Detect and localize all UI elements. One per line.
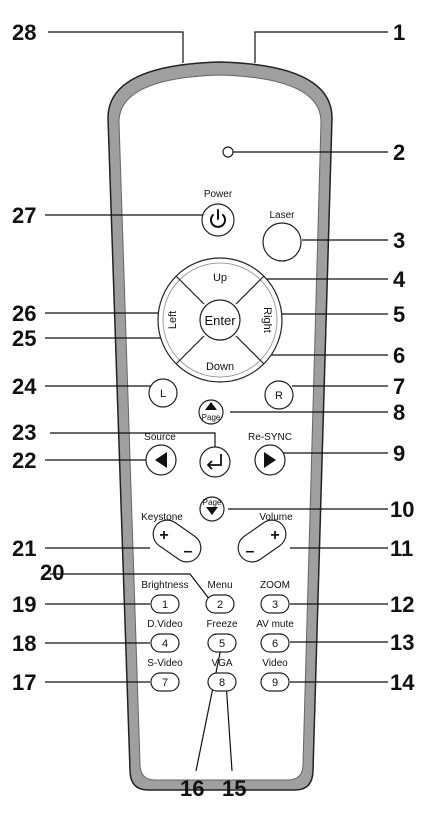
key-6-button[interactable]: 6 xyxy=(260,633,290,653)
resync-button[interactable] xyxy=(254,444,286,476)
key-9-label: 9 xyxy=(272,677,278,689)
volume-rocker[interactable] xyxy=(233,515,292,568)
freeze-label: Freeze xyxy=(206,619,238,630)
key-2-label: 2 xyxy=(217,599,223,611)
power-label: Power xyxy=(204,189,233,200)
callout-2: 2 xyxy=(393,140,405,165)
keystone-rocker[interactable] xyxy=(148,515,207,568)
keystone-minus: – xyxy=(184,543,193,560)
svideo-label: S-Video xyxy=(147,658,183,669)
callout-1: 1 xyxy=(393,20,405,45)
page-down-label: Page xyxy=(203,498,222,507)
callout-26: 26 xyxy=(12,301,36,326)
key-1-label: 1 xyxy=(162,599,168,611)
callout-3: 3 xyxy=(393,228,405,253)
source-label: Source xyxy=(144,432,176,443)
key-8-button[interactable]: 8 xyxy=(207,672,237,692)
callout-14: 14 xyxy=(390,670,415,695)
key-5-label: 5 xyxy=(219,638,225,650)
callout-28: 28 xyxy=(12,20,36,45)
left-key: Left xyxy=(167,311,179,329)
laser-button[interactable] xyxy=(262,222,302,262)
callout-22: 22 xyxy=(12,448,36,473)
laser-label: Laser xyxy=(269,210,295,221)
callout-9: 9 xyxy=(393,441,405,466)
resync-label: Re-SYNC xyxy=(248,432,292,443)
callout-27: 27 xyxy=(12,203,36,228)
power-icon xyxy=(210,209,226,228)
callout-23: 23 xyxy=(12,420,36,445)
callout-13: 13 xyxy=(390,630,414,655)
callout-17: 17 xyxy=(12,670,36,695)
l-key-label: L xyxy=(160,388,166,400)
keystone-plus: + xyxy=(159,527,168,544)
callout-18: 18 xyxy=(12,631,36,656)
callout-19: 19 xyxy=(12,592,36,617)
down-triangle-icon xyxy=(206,507,218,515)
callout-5: 5 xyxy=(393,302,405,327)
callout-6: 6 xyxy=(393,343,405,368)
power-button[interactable] xyxy=(201,203,235,237)
leader-lines xyxy=(45,31,388,772)
r-button[interactable]: R xyxy=(264,380,294,410)
page-down-button[interactable]: Page xyxy=(199,496,225,522)
down-key: Down xyxy=(206,361,234,373)
key-4-label: 4 xyxy=(162,638,168,650)
key-3-label: 3 xyxy=(272,599,278,611)
key-6-label: 6 xyxy=(272,638,278,650)
key-7-button[interactable]: 7 xyxy=(150,672,180,692)
callout-11: 11 xyxy=(390,536,413,561)
source-button[interactable] xyxy=(145,444,177,476)
key-3-button[interactable]: 3 xyxy=(260,594,290,614)
zoom-label: ZOOM xyxy=(260,580,290,591)
up-triangle-icon xyxy=(205,402,217,410)
l-button[interactable]: L xyxy=(148,378,178,408)
menu-label: Menu xyxy=(207,580,232,591)
callout-24: 24 xyxy=(12,374,37,399)
callout-12: 12 xyxy=(390,592,414,617)
up-key: Up xyxy=(213,272,227,284)
callout-21: 21 xyxy=(12,536,36,561)
return-button[interactable] xyxy=(199,446,231,478)
right-key: Right xyxy=(261,307,273,333)
key-1-button[interactable]: 1 xyxy=(150,594,180,614)
callout-10: 10 xyxy=(390,497,414,522)
key-9-button[interactable]: 9 xyxy=(260,672,290,692)
callout-8: 8 xyxy=(393,400,405,425)
avmute-label: AV mute xyxy=(256,619,294,630)
left-triangle-icon xyxy=(155,452,167,468)
callout-25: 25 xyxy=(12,326,36,351)
callout-4: 4 xyxy=(393,267,406,292)
enter-key-label: Enter xyxy=(204,313,236,328)
volume-minus: – xyxy=(246,543,255,560)
callout-15: 15 xyxy=(222,776,246,801)
video-label: Video xyxy=(262,658,288,669)
callout-20: 20 xyxy=(40,560,64,585)
volume-plus: + xyxy=(270,527,279,544)
vga-label: VGA xyxy=(211,658,232,669)
callout-16: 16 xyxy=(180,776,204,801)
key-5-button[interactable]: 5 xyxy=(207,633,237,653)
keystone-label: Keystone xyxy=(141,512,183,523)
key-2-button[interactable]: 2 xyxy=(205,594,235,614)
r-key-label: R xyxy=(275,390,283,402)
page-up-label: Page xyxy=(202,413,221,422)
key-8-label: 8 xyxy=(219,677,225,689)
enter-button[interactable]: Enter xyxy=(199,299,241,341)
ir-sensor xyxy=(222,146,234,158)
volume-label: Volume xyxy=(259,512,293,523)
return-arrow-icon xyxy=(206,454,222,470)
dvideo-label: D.Video xyxy=(147,619,183,630)
right-triangle-icon xyxy=(264,452,276,468)
key-4-button[interactable]: 4 xyxy=(150,633,180,653)
page-up-button[interactable]: Page xyxy=(198,399,224,425)
callout-numbers: 1 2 3 4 5 6 7 8 9 10 11 12 13 14 15 16 1… xyxy=(12,20,415,801)
callout-7: 7 xyxy=(393,374,405,399)
key-7-label: 7 xyxy=(162,677,168,689)
brightness-label: Brightness xyxy=(141,580,188,591)
